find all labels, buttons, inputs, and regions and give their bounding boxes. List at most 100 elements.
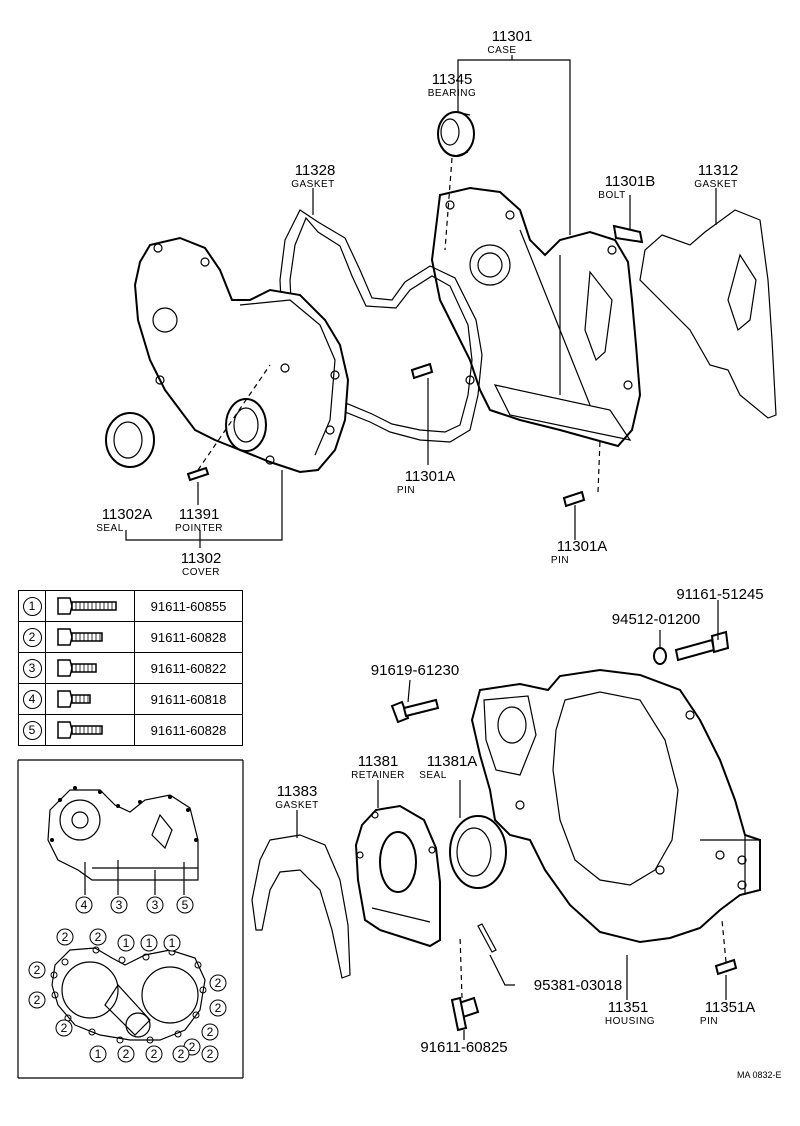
mark-lower-5: 2 — [28, 961, 46, 979]
label-retainer-11381-name: RETAINER — [351, 770, 405, 781]
timing-case-11301 — [430, 186, 642, 448]
mark-upper-1: 3 — [110, 896, 128, 914]
svg-text:4: 4 — [81, 898, 88, 912]
mark-upper-2: 3 — [146, 896, 164, 914]
label-pointer-11391-number: 11391 — [179, 506, 220, 523]
bolt-mark: 5 — [22, 720, 42, 740]
label-seal-11381a-number: 11381A — [427, 753, 478, 770]
bolt-icon — [57, 659, 97, 677]
bolt-icon — [57, 690, 91, 708]
mark-lower-9: 2 — [55, 1019, 73, 1037]
label-cover-11302-name: COVER — [182, 567, 220, 578]
retainer-11381 — [354, 804, 441, 948]
reference-code: MA 0832-E — [737, 1070, 782, 1080]
mark-lower-1: 2 — [89, 928, 107, 946]
label-pin-11301a-center-number: 11301A — [405, 468, 456, 485]
bolt-mark: 4 — [22, 689, 42, 709]
label-bolt-11301b-number: 11301B — [605, 173, 656, 190]
bolt-11301b — [612, 224, 644, 244]
mark-lower-7: 2 — [28, 991, 46, 1009]
pointer-11391 — [186, 364, 271, 482]
bolt-91611-60825 — [450, 934, 480, 1032]
mark-lower-10: 2 — [201, 1023, 219, 1041]
label-pin-11301a-right-name: PIN — [551, 555, 569, 566]
svg-text:2: 2 — [151, 1047, 158, 1061]
mark-lower-3: 1 — [140, 934, 158, 952]
bolt-position-map — [17, 759, 244, 1079]
pin-11351a — [714, 919, 738, 976]
svg-text:2: 2 — [189, 1040, 196, 1054]
svg-text:3: 3 — [152, 898, 159, 912]
label-bolt-11301b-name: BOLT — [598, 190, 625, 201]
mark-lower-13: 1 — [89, 1045, 107, 1063]
svg-text:1: 1 — [123, 936, 130, 950]
bolt-91161-51245 — [674, 630, 730, 662]
label-gasket-11328-number: 11328 — [295, 162, 336, 179]
label-pin-11351a-name: PIN — [700, 1016, 718, 1027]
mark-lower-12: 2 — [172, 1045, 190, 1063]
label-bearing-name: BEARING — [428, 88, 477, 99]
bolt-part-number: 91611-60822 — [134, 652, 243, 684]
bolt-icon — [57, 628, 103, 646]
label-pin-11301a-right-number: 11301A — [557, 538, 608, 555]
bearing-11345 — [437, 111, 475, 251]
svg-text:2: 2 — [34, 963, 41, 977]
label-cotter-95381-03018: 95381-03018 — [534, 977, 622, 994]
label-gasket-11312-number: 11312 — [698, 162, 739, 179]
label-cover-11302-number: 11302 — [181, 550, 222, 567]
mark-lower-0: 2 — [56, 928, 74, 946]
svg-text:2: 2 — [34, 993, 41, 1007]
pin-11301a-center — [410, 362, 434, 380]
svg-text:2: 2 — [123, 1047, 130, 1061]
bolt-table-row: 5 91611-60828 — [18, 714, 243, 746]
svg-text:2: 2 — [207, 1047, 214, 1061]
bolt-part-number: 91611-60828 — [134, 714, 243, 746]
gasket-11383 — [251, 834, 351, 979]
label-gasket-11383-number: 11383 — [277, 783, 318, 800]
svg-text:2: 2 — [61, 1021, 68, 1035]
svg-text:1: 1 — [146, 936, 153, 950]
mark-lower-2: 1 — [117, 934, 135, 952]
svg-text:1: 1 — [169, 936, 176, 950]
mark-upper-0: 4 — [75, 896, 93, 914]
mark-lower-6: 2 — [209, 974, 227, 992]
svg-text:5: 5 — [182, 898, 189, 912]
svg-text:2: 2 — [215, 976, 222, 990]
mark-upper-3: 5 — [176, 896, 194, 914]
label-bolt-91619-61230: 91619-61230 — [371, 662, 459, 679]
svg-text:2: 2 — [178, 1047, 185, 1061]
label-gasket-11312-name: GASKET — [694, 179, 738, 190]
label-gasket-11383-name: GASKET — [275, 800, 319, 811]
svg-text:2: 2 — [215, 1001, 222, 1015]
label-washer-94512-01200: 94512-01200 — [612, 611, 700, 628]
mark-lower-8: 2 — [209, 999, 227, 1017]
label-pointer-11391-name: POINTER — [175, 523, 223, 534]
svg-text:3: 3 — [116, 898, 123, 912]
label-bolt-91611-60825: 91611-60825 — [420, 1039, 507, 1056]
label-seal-11302a-number: 11302A — [102, 506, 153, 523]
bolt-mark: 2 — [22, 627, 42, 647]
label-pin-11351a-number: 11351A — [705, 999, 756, 1016]
bolt-91619-61230 — [390, 698, 440, 724]
bolt-mark: 3 — [22, 658, 42, 678]
label-bearing-number: 11345 — [432, 71, 473, 88]
seal-11302a — [105, 412, 155, 468]
label-housing-11351-name: HOUSING — [605, 1016, 655, 1027]
cotter-pin-95381-03018 — [477, 923, 497, 953]
label-bolt-91161-51245: 91161-51245 — [676, 586, 763, 603]
label-retainer-11381-number: 11381 — [358, 753, 399, 770]
svg-text:2: 2 — [207, 1025, 214, 1039]
bolt-part-number: 91611-60855 — [134, 590, 243, 622]
bolt-icon — [57, 597, 117, 615]
label-seal-11302a-name: SEAL — [96, 523, 124, 534]
bolt-table-row: 3 91611-60822 — [18, 652, 243, 684]
mark-lower-4: 1 — [163, 934, 181, 952]
label-seal-11381a-name: SEAL — [419, 770, 447, 781]
gasket-11312 — [639, 209, 777, 419]
